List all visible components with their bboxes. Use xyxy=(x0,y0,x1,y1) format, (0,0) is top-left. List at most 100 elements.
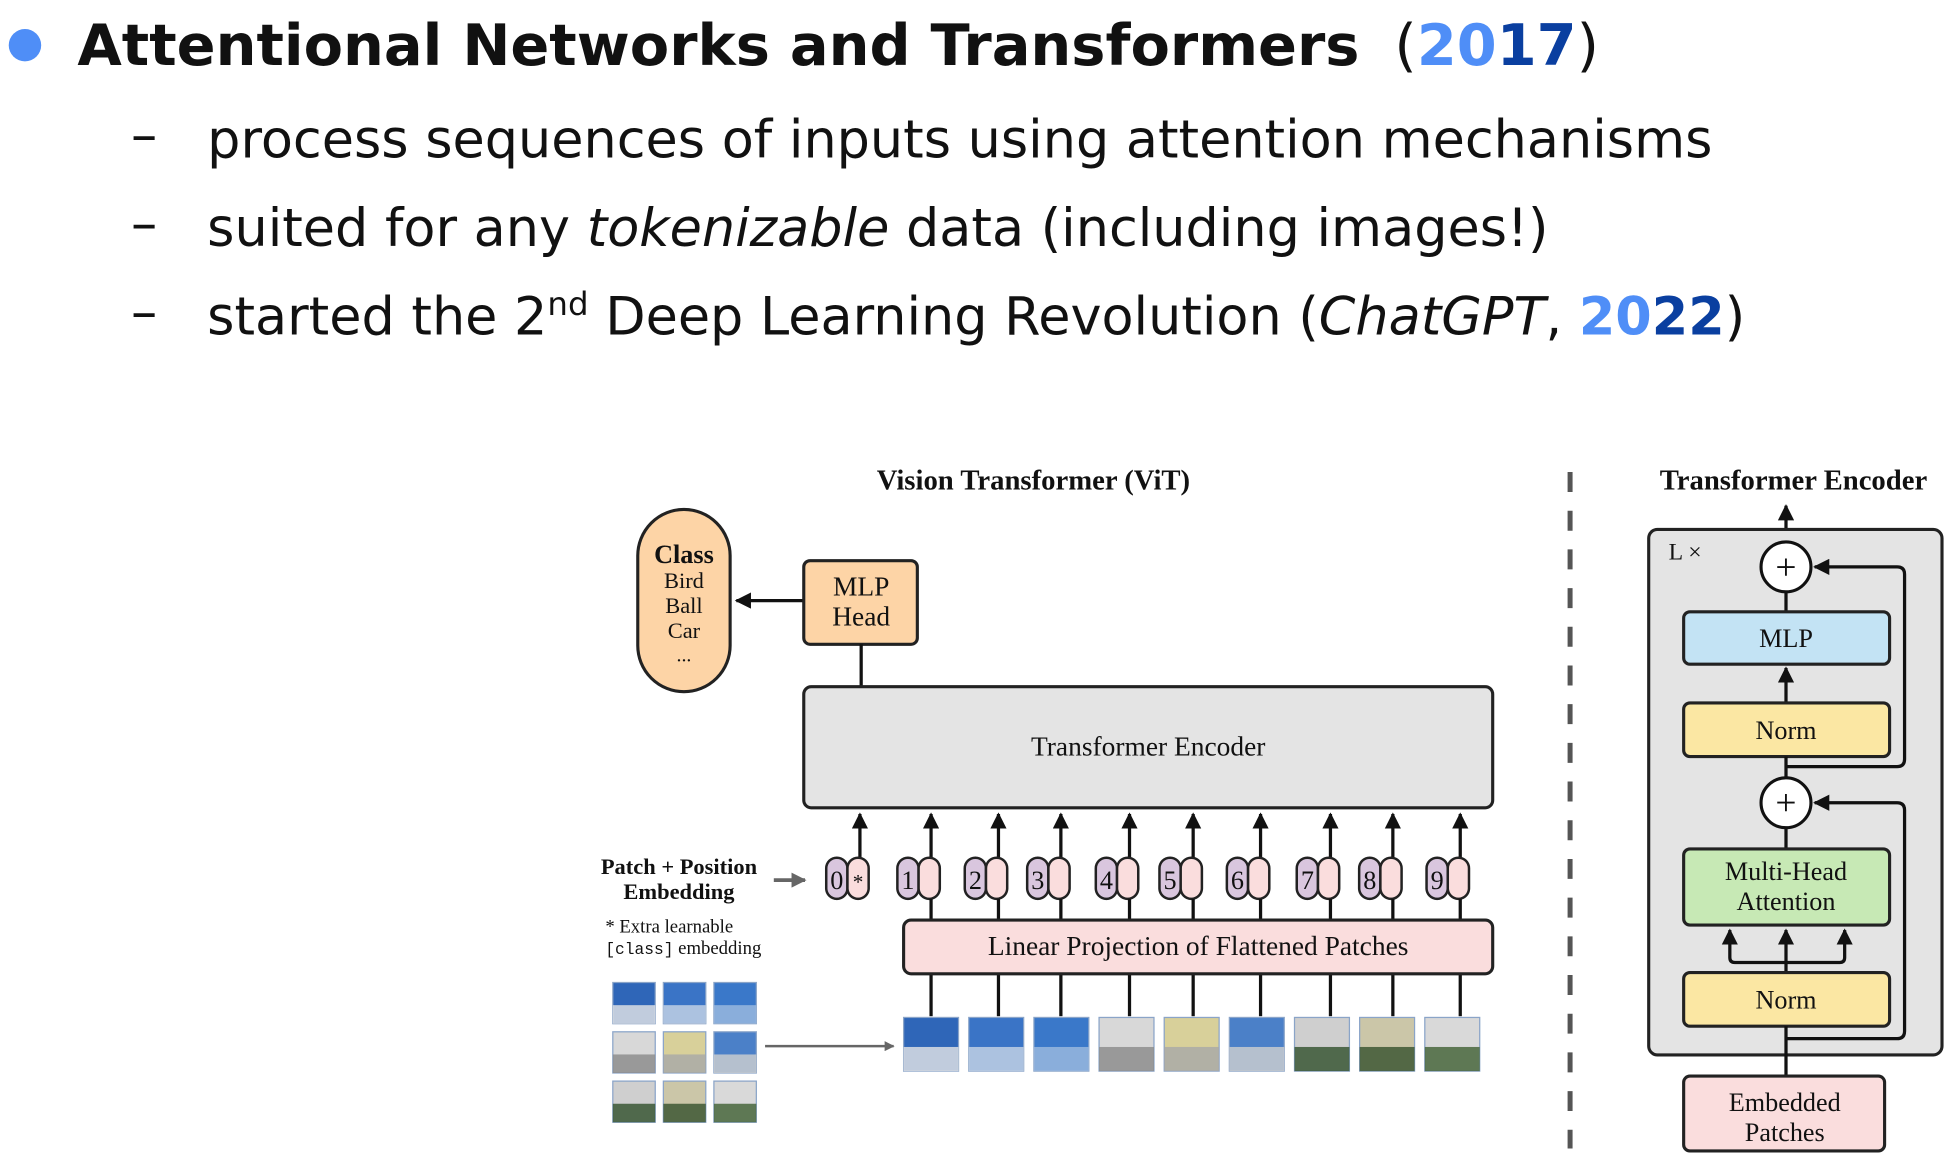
patch-foreground xyxy=(903,1046,959,1072)
residual-wire-bottom xyxy=(1785,794,1907,1041)
image-patch-garden-left xyxy=(612,1080,656,1123)
embedding-label-line1: Patch + Position xyxy=(601,854,758,879)
patch-embedding-pill xyxy=(917,856,942,901)
sub-bullet-3-year-part1: 20 xyxy=(1579,287,1652,348)
patch-foreground xyxy=(612,1005,656,1024)
position-index: 3 xyxy=(1031,866,1044,895)
token: 1 xyxy=(896,812,942,1017)
embedded-patches-line1: Embedded xyxy=(1729,1088,1841,1117)
residual-wire-top xyxy=(1785,558,1907,769)
sub-bullet-3-middle: Deep Learning Revolution ( xyxy=(589,287,1319,348)
linear-projection-label: Linear Projection of Flattened Patches xyxy=(988,931,1409,961)
patch-foreground xyxy=(612,1103,656,1123)
patch-foreground xyxy=(663,1054,706,1073)
attention-line1: Multi-Head xyxy=(1725,857,1847,886)
encoder-block-title: Transformer Encoder xyxy=(1660,465,1928,497)
image-patch-tower-sky xyxy=(1228,1016,1285,1072)
qkv-arrow xyxy=(1785,928,1853,965)
class-box xyxy=(636,507,732,694)
patch-foreground xyxy=(1294,1046,1350,1072)
position-index: 6 xyxy=(1231,866,1244,895)
token: 8 xyxy=(1357,812,1403,1017)
bullet-icon xyxy=(8,28,42,62)
sub-bullet-3-superscript: nd xyxy=(547,285,588,323)
token: 4 xyxy=(1094,812,1140,1017)
sub-bullet-list: – process sequences of inputs using atte… xyxy=(131,105,1745,348)
patch-foreground xyxy=(1424,1046,1480,1072)
class-token-marker: * xyxy=(853,870,864,894)
token: 7 xyxy=(1295,812,1341,1017)
position-index: 2 xyxy=(969,866,982,895)
sub-bullet-1: process sequences of inputs using attent… xyxy=(207,110,1712,171)
vit-title: Vision Transformer (ViT) xyxy=(877,465,1190,497)
extra-note-line2: [class] embedding xyxy=(605,938,761,959)
extra-note-mono: [class] xyxy=(605,940,673,959)
attention-line2: Attention xyxy=(1737,887,1836,916)
repeat-label: L × xyxy=(1669,539,1702,565)
patch-embedding-pill xyxy=(1246,856,1271,901)
extra-note-line1: * Extra learnable xyxy=(605,917,733,938)
patch-foreground xyxy=(1229,1046,1285,1072)
add-icon: + xyxy=(1775,547,1796,588)
mlp-head-line2: Head xyxy=(832,602,890,632)
vit-diagram: Vision Transformer (ViT) Class Bird Ball… xyxy=(601,465,1495,1123)
position-index: 7 xyxy=(1301,866,1314,895)
position-index: 5 xyxy=(1164,866,1177,895)
image-patch-sky-spire xyxy=(662,981,707,1025)
sub-bullet-2-prefix: suited for any xyxy=(207,198,587,259)
patch-foreground xyxy=(1099,1046,1154,1072)
patch-foreground xyxy=(713,1103,757,1123)
patch-foreground xyxy=(1164,1046,1220,1072)
patch-foreground xyxy=(713,1054,757,1073)
position-index: 1 xyxy=(901,866,914,895)
image-patch-facade-white xyxy=(612,1031,656,1074)
patch-embedding-pill xyxy=(1115,856,1140,901)
patch-foreground xyxy=(968,1046,1024,1072)
sub-bullet-3-close: ) xyxy=(1725,287,1745,348)
sub-bullet-3-comma: , xyxy=(1546,287,1579,348)
patch-foreground xyxy=(1033,1046,1089,1072)
patch-foreground xyxy=(663,1103,706,1123)
embedding-label-line2: Embedding xyxy=(623,879,734,904)
dash-icon: – xyxy=(131,105,157,166)
sub-bullet-3-italic: ChatGPT xyxy=(1319,287,1550,348)
embedded-patches-box xyxy=(1682,1074,1887,1153)
image-patch-garden-path xyxy=(1424,1016,1481,1072)
title-open-paren: ( xyxy=(1394,12,1416,79)
image-patch-sky-spire xyxy=(968,1016,1025,1072)
image-patch-facade-yellow xyxy=(1163,1016,1220,1072)
sub-bullet-3: started the 2nd Deep Learning Revolution… xyxy=(207,285,1745,348)
dash-icon: – xyxy=(131,193,157,254)
position-index: 4 xyxy=(1100,866,1113,895)
norm-label-top: Norm xyxy=(1755,716,1816,745)
image-patch-sky-clouds xyxy=(1033,1016,1090,1072)
title-text: Attentional Networks and Transformers xyxy=(77,12,1359,79)
encoder-block-diagram: Transformer Encoder L × + MLP Norm + Mul… xyxy=(1647,465,1944,1153)
patch-embedding-pill xyxy=(1179,856,1204,901)
position-index: 8 xyxy=(1363,866,1376,895)
dash-icon: – xyxy=(131,282,157,343)
linear-projection-box xyxy=(902,918,1495,976)
sub-bullet-2-suffix: data (including images!) xyxy=(889,198,1548,259)
transformer-encoder-label: Transformer Encoder xyxy=(1031,731,1265,761)
token: 3 xyxy=(1025,812,1071,1017)
image-patch-tower-sky xyxy=(713,1031,757,1074)
norm-label-bottom: Norm xyxy=(1755,986,1816,1015)
mlp-box xyxy=(1682,610,1892,666)
add-circle-top xyxy=(1759,540,1813,594)
mlp-label: MLP xyxy=(1759,624,1813,653)
norm-box-bottom xyxy=(1682,970,1892,1028)
sub-bullet-2: suited for any tokenizable data (includi… xyxy=(207,198,1548,259)
attention-box xyxy=(1682,847,1892,927)
class-item: Ball xyxy=(665,593,702,618)
sub-bullet-2-italic: tokenizable xyxy=(587,198,890,259)
token: 6 xyxy=(1225,812,1271,1017)
position-index: 9 xyxy=(1431,866,1444,895)
class-item: Bird xyxy=(664,568,704,593)
patch-embedding-pill xyxy=(984,856,1009,901)
qkv-arrow xyxy=(1721,928,1786,965)
transformer-encoder-box xyxy=(802,685,1495,810)
class-item: ... xyxy=(676,645,691,667)
mlp-head-line1: MLP xyxy=(833,572,889,602)
